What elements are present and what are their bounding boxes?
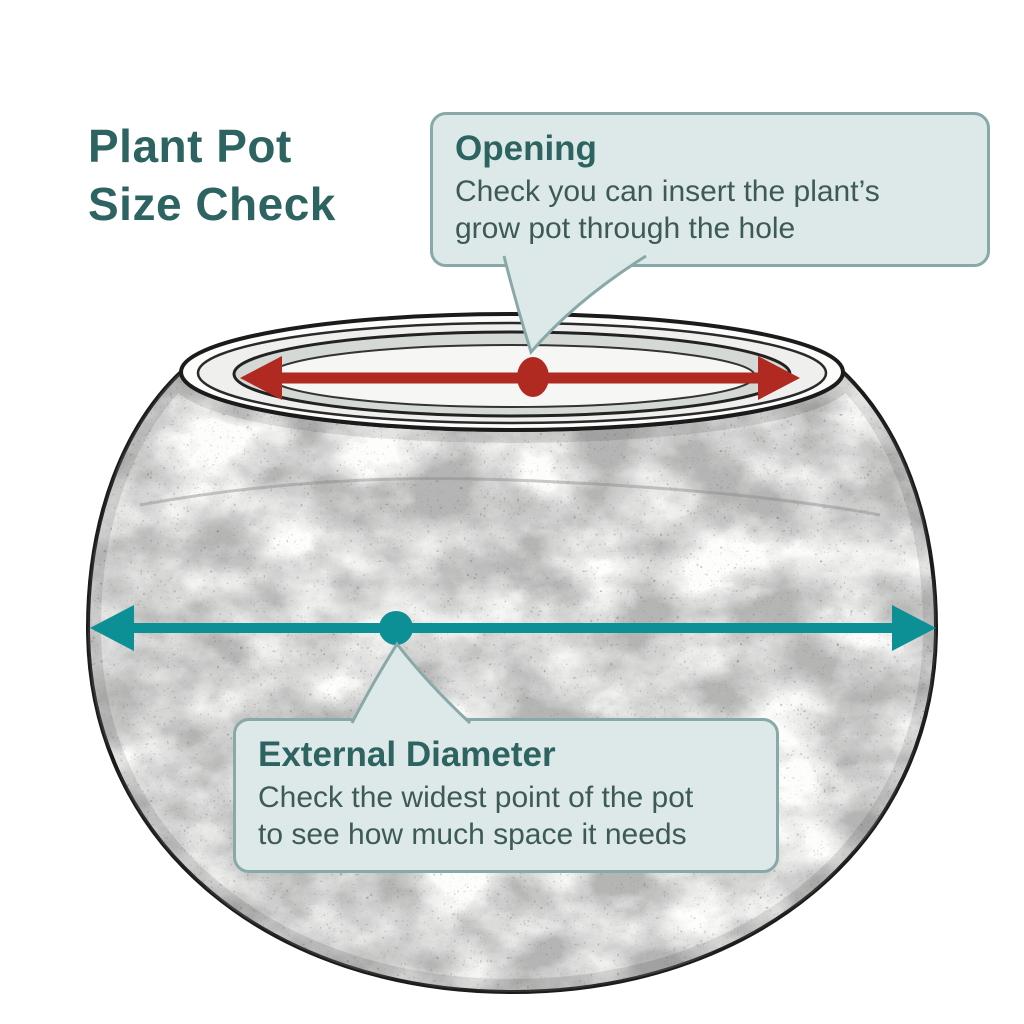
opening-callout-text-line-2: grow pot through the hole xyxy=(455,211,796,245)
opening-callout-text-line-1: Check you can insert the plant’s xyxy=(455,175,880,208)
pot-texture-grain xyxy=(88,372,936,992)
external-diameter-callout: External Diameter Check the widest point… xyxy=(233,718,779,873)
page-title-line-2: Size Check xyxy=(88,177,336,230)
page-title: Plant Pot Size Check xyxy=(88,118,336,234)
external-diameter-callout-text-line-2: to see how much space it needs xyxy=(258,817,687,851)
opening-midpoint-dot xyxy=(517,357,549,397)
external-diameter-callout-text-line-1: Check the widest point of the pot xyxy=(258,781,694,814)
opening-callout: Opening Check you can insert the plant’s… xyxy=(430,112,990,267)
diameter-midpoint-dot xyxy=(379,611,413,645)
external-diameter-callout-heading: External Diameter xyxy=(258,735,556,774)
opening-arrow-head-left xyxy=(240,356,282,400)
opening-callout-heading: Opening xyxy=(455,129,597,168)
page-title-line-1: Plant Pot xyxy=(88,120,292,172)
opening-arrow-head-right xyxy=(758,356,800,400)
sketch-guideline xyxy=(139,476,881,517)
diameter-arrow-head-left xyxy=(90,605,134,651)
diameter-arrow-head-right xyxy=(892,605,936,651)
